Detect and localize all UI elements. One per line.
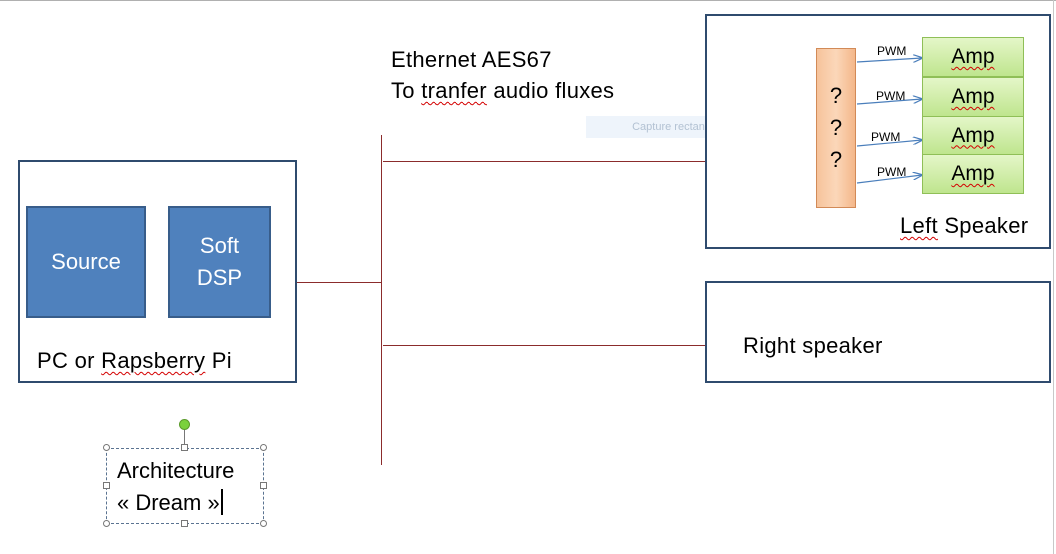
network-subtitle: To tranfer audio fluxes — [391, 78, 614, 104]
question-mark: ? — [829, 83, 843, 108]
amp-label: Amp — [951, 123, 995, 147]
amp-block[interactable]: Amp — [922, 154, 1024, 194]
rotation-handle-stem — [184, 429, 185, 447]
resize-handle[interactable] — [103, 482, 110, 489]
pwm-arrow — [856, 58, 922, 63]
wire-pc-to-bus — [295, 282, 381, 283]
question-mark: ? — [829, 115, 843, 140]
rotation-handle[interactable] — [179, 419, 190, 430]
network-subtitle-post: audio fluxes — [486, 78, 615, 103]
pc-caption-word: Rapsberry — [101, 348, 206, 373]
pwm-arrow — [856, 140, 922, 147]
resize-handle[interactable] — [181, 444, 188, 451]
resize-handle[interactable] — [103, 520, 110, 527]
pwm-label: PWM — [876, 89, 906, 103]
amp-block[interactable]: Amp — [922, 37, 1024, 77]
pwm-label: PWM — [877, 44, 907, 58]
pc-caption: PC or Rapsberry Pi — [37, 348, 232, 374]
text-cursor — [220, 489, 223, 515]
right-speaker-frame[interactable] — [705, 281, 1051, 383]
amp-block[interactable]: Amp — [922, 116, 1024, 155]
network-subtitle-word: tranfer — [421, 78, 487, 103]
resize-handle[interactable] — [260, 444, 267, 451]
ethernet-bus — [381, 135, 382, 465]
textbox-line2-text: « Dream » — [117, 490, 220, 515]
source-label: Source — [51, 249, 121, 274]
resize-handle[interactable] — [181, 520, 188, 527]
soft-dsp-line1: Soft — [199, 233, 240, 258]
slide-top-border — [0, 0, 1056, 1]
left-speaker-caption-post: Speaker — [937, 213, 1029, 238]
resize-handle[interactable] — [103, 444, 110, 451]
network-subtitle-pre: To — [391, 78, 422, 103]
soft-dsp-block[interactable]: Soft DSP — [168, 206, 271, 318]
right-speaker-caption: Right speaker — [743, 333, 883, 358]
resize-handle[interactable] — [260, 520, 267, 527]
wire-bus-to-right-speaker — [383, 345, 707, 346]
pwm-arrow — [856, 99, 922, 105]
network-title: Ethernet AES67 — [391, 47, 552, 72]
pc-caption-post: Pi — [205, 348, 232, 373]
pwm-arrow — [856, 175, 922, 184]
slide-right-border — [1053, 0, 1054, 554]
unknown-converter-block[interactable]: ? ? ? — [816, 48, 856, 208]
wire-bus-to-left-speaker — [383, 161, 817, 162]
resize-handle[interactable] — [260, 482, 267, 489]
pc-caption-pre: PC or — [37, 348, 102, 373]
question-mark: ? — [829, 147, 843, 172]
left-speaker-caption: Left Speaker — [900, 213, 1028, 239]
architecture-textbox[interactable]: Architecture « Dream » — [117, 455, 234, 519]
amp-label: Amp — [951, 85, 995, 108]
source-block[interactable]: Source — [26, 206, 146, 318]
pwm-label: PWM — [877, 165, 907, 179]
soft-dsp-line2: DSP — [196, 265, 243, 290]
textbox-line2: « Dream » — [117, 487, 234, 519]
amp-label: Amp — [951, 45, 995, 68]
left-speaker-caption-word: Left — [900, 213, 938, 238]
textbox-line1: Architecture — [117, 458, 235, 483]
amp-label: Amp — [951, 162, 995, 185]
pwm-label: PWM — [871, 130, 901, 144]
amp-block[interactable]: Amp — [922, 77, 1024, 117]
